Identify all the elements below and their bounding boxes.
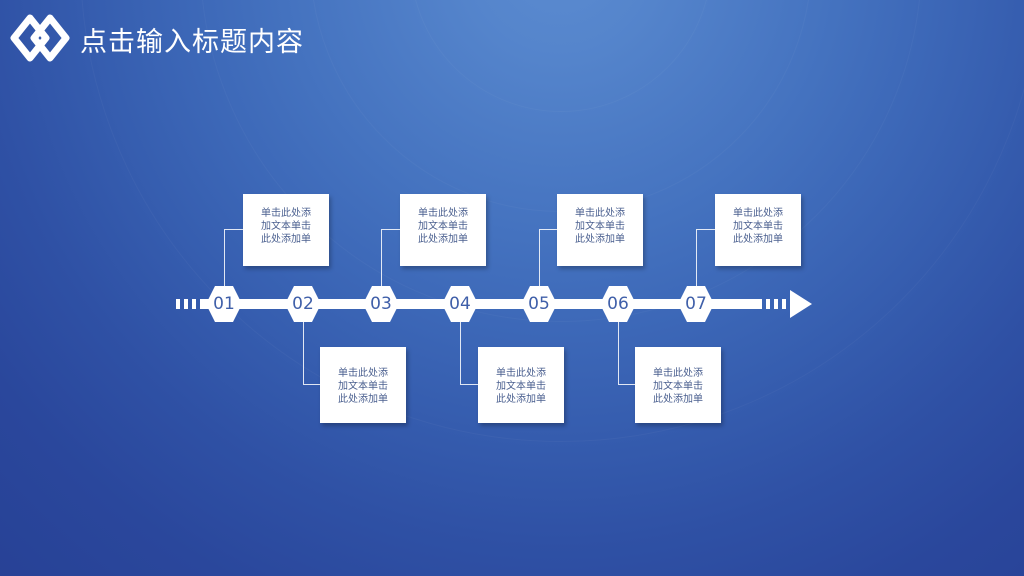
step-node-07: 07 bbox=[678, 285, 714, 323]
step-number: 07 bbox=[685, 294, 707, 314]
hexagon-icon bbox=[442, 286, 478, 322]
step-node-03: 03 bbox=[363, 285, 399, 323]
step-card-text: 单击此处添加文本单击此处添加单 bbox=[653, 368, 703, 405]
hexagon-icon bbox=[363, 286, 399, 322]
step-number: 04 bbox=[449, 294, 471, 314]
hexagon-icon bbox=[600, 286, 636, 322]
connector-line bbox=[381, 229, 401, 287]
connector-line bbox=[303, 322, 321, 385]
connector-line bbox=[618, 322, 636, 385]
step-number: 05 bbox=[528, 294, 550, 314]
hexagon-icon bbox=[521, 286, 557, 322]
step-number: 02 bbox=[292, 294, 314, 314]
step-node-01: 01 bbox=[206, 285, 242, 323]
step-card-text: 单击此处添加文本单击此处添加单 bbox=[733, 208, 783, 245]
step-node-04: 04 bbox=[442, 285, 478, 323]
hexagon-icon bbox=[678, 286, 714, 322]
page-title: 点击输入标题内容 bbox=[80, 27, 304, 58]
step-number: 06 bbox=[607, 294, 629, 314]
step-card-02[interactable]: 单击此处添加文本单击此处添加单 bbox=[320, 347, 406, 423]
step-card-04[interactable]: 单击此处添加文本单击此处添加单 bbox=[478, 347, 564, 423]
step-number: 01 bbox=[213, 294, 235, 314]
step-card-03[interactable]: 单击此处添加文本单击此处添加单 bbox=[400, 194, 486, 266]
hexagon-icon bbox=[285, 286, 321, 322]
step-card-text: 单击此处添加文本单击此处添加单 bbox=[338, 368, 388, 405]
logo-icon bbox=[10, 14, 70, 62]
step-card-05[interactable]: 单击此处添加文本单击此处添加单 bbox=[557, 194, 643, 266]
step-card-01[interactable]: 单击此处添加文本单击此处添加单 bbox=[243, 194, 329, 266]
hexagon-icon bbox=[206, 286, 242, 322]
connector-line bbox=[224, 229, 245, 287]
step-card-text: 单击此处添加文本单击此处添加单 bbox=[575, 208, 625, 245]
step-card-06[interactable]: 单击此处添加文本单击此处添加单 bbox=[635, 347, 721, 423]
connector-line bbox=[460, 322, 479, 385]
step-card-07[interactable]: 单击此处添加文本单击此处添加单 bbox=[715, 194, 801, 266]
step-node-02: 02 bbox=[285, 285, 321, 323]
step-card-text: 单击此处添加文本单击此处添加单 bbox=[261, 208, 311, 245]
step-card-text: 单击此处添加文本单击此处添加单 bbox=[496, 368, 546, 405]
step-node-06: 06 bbox=[600, 285, 636, 323]
connector-line bbox=[696, 229, 716, 287]
step-card-text: 单击此处添加文本单击此处添加单 bbox=[418, 208, 468, 245]
connector-line bbox=[539, 229, 558, 287]
step-node-05: 05 bbox=[521, 285, 557, 323]
step-number: 03 bbox=[370, 294, 392, 314]
